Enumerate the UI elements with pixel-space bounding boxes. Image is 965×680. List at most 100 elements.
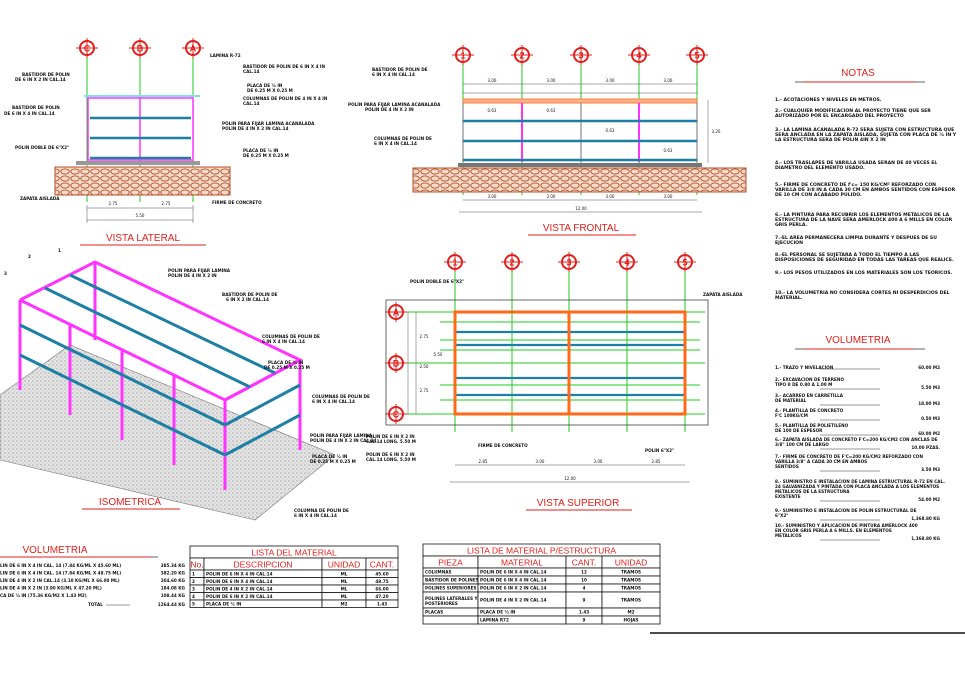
volumetria-item-text: 6"X2" — [775, 513, 788, 518]
volumetria-item-text: 3/8" 100 CM DE LARGO — [775, 442, 829, 447]
axis-label: 3 — [578, 51, 583, 61]
annotation: COLUMNAS DE POLIN DE 4 IN X 4 IN — [243, 96, 328, 101]
volumetria-row-text: CA DE ½ IN (75.36 KG/M2 X 1.43 M2) — [0, 593, 87, 598]
cell-text: 9 — [583, 618, 586, 623]
cell-text: TRAMOS — [621, 578, 641, 583]
volumetria-row-value: 204.60 KG — [161, 578, 186, 583]
axis-label: 3 — [566, 258, 571, 268]
cell-text: 4 — [192, 594, 195, 599]
column-header: CANT. — [370, 560, 395, 570]
volumetria-row-value: 385.34 KG — [161, 563, 186, 568]
annotation: PLACA DE ½ IN — [247, 83, 283, 88]
axis-marker-icon: 4 — [616, 252, 638, 272]
note-line: DIAMETRO DEL ELEMENTO USADO. — [775, 165, 865, 171]
column-header: PIEZA — [438, 558, 463, 568]
note-line: 10.- LA VOLUMETRIA NO CONSIDERA CORTES N… — [775, 290, 950, 296]
annotation: DE 0.25 M X 0.25 M — [264, 365, 310, 370]
annotation: DE 0.25 M X 0.25 M — [243, 153, 289, 158]
volumetria-total-label: TOTAL — [88, 602, 103, 607]
view-title: VISTA SUPERIOR — [537, 498, 620, 509]
column-header: DESCRIPCION — [233, 560, 292, 570]
volumetria-row-text: LIN DE 6 IN X 4 IN CAL. 14 (7.84 KG/ML X… — [0, 563, 121, 568]
annotation: BASTIDOR DE POLIN DE — [372, 67, 428, 72]
dimension: 0.63 — [664, 148, 673, 153]
cell-text: POLIN DE 6 IN X 4 IN CAL.14 — [206, 579, 273, 584]
volumetria-row-value: 382.20 KG — [161, 571, 186, 576]
column-header: UNIDAD — [615, 558, 648, 568]
annotation: BASTIDOR DE POLIN — [22, 72, 70, 77]
notes-list: 1.- ACOTACIONES Y NIVELES EN METROS.2.- … — [775, 97, 957, 301]
cell-text: POLINES SUPERIORES — [425, 586, 476, 591]
cell-text: 9 — [583, 598, 586, 603]
volumetria-item-text: SENTIDOS — [775, 464, 799, 469]
cell-text: TRAMOS — [621, 598, 641, 603]
dimension: 2.75 — [420, 334, 429, 339]
note-line: 6.- LA PINTURA PARA RECUBRIR LOS ELEMENT… — [775, 212, 949, 218]
annotation: 6 IN X 4 IN CAL.14 — [312, 399, 355, 404]
dimension: 3.00 — [488, 78, 497, 83]
dimension: 0.63 — [488, 108, 497, 113]
vista-isometrica: 3 2 1 POLIN PARA FIJAR LAMINA POLIN DE 4… — [0, 248, 377, 521]
dimension: 3.00 — [664, 78, 673, 83]
note-item: 9.- LOS PESOS UTILIZADOS EN LOS MATERIAL… — [775, 270, 953, 276]
volumetria-title: VOLUMETRIA — [825, 335, 890, 346]
view-title: VISTA FRONTAL — [543, 223, 620, 234]
annotation: CAL.14 LONG. 5.50 M — [366, 439, 416, 444]
cell-text: 3 — [192, 586, 195, 591]
notes-section: NOTAS 1.- ACOTACIONES Y NIVELES EN METRO… — [775, 68, 957, 301]
annotation: POLIN DE 4 IN X 2 IN CAL.14 — [310, 438, 377, 443]
volumetria-item-text: METALICOS DE LA ESTRUCTURA — [775, 489, 850, 494]
volumetria-item-text: 5.- PLANTILLA DE POLIETILENO — [775, 423, 849, 428]
note-item: 8.-EL PERSONAL SE SUJETARA A TODO EL TIE… — [775, 252, 954, 263]
cell-text: ML — [341, 579, 348, 584]
volumetria-item-text: 9.- SUMINISTRO E INSTALACION DE POLIN ES… — [775, 508, 917, 513]
note-item: 5.- FIRME DE CONCRETO DE f'c= 150 KG/CM²… — [775, 182, 956, 198]
purlins — [463, 119, 697, 162]
volumetria-item-text: 2.- EXCAVACION DE TERRENO — [775, 377, 844, 382]
annotation: COLUMNAS DE POLIN DE — [312, 394, 370, 399]
note-item: 4.- LOS TRASLAPES DE VARILLA USADA SERAN… — [775, 160, 937, 171]
note-item: 10.- LA VOLUMETRIA NO CONSIDERA CORTES N… — [775, 290, 950, 301]
volumetria-item-text: METALICOS — [775, 533, 802, 538]
annotation: 6 IN X 4 IN CAL.14 — [372, 72, 415, 77]
concrete-slab — [76, 161, 200, 165]
note-line: SERA ANCLADA EN LA ZAPATA AISLADA, SUJET… — [775, 131, 957, 138]
cell-text: TRAMOS — [621, 586, 641, 591]
cell-text: LAMINA R72 — [480, 618, 509, 623]
axis-label: 5 — [682, 258, 687, 268]
volumetria-row-text: LIN DE 4 IN X 2 IN (3.90 KG/ML X 47.20 M… — [0, 586, 102, 591]
volumetria-item-value: 0.50 M3 — [921, 416, 940, 421]
annotation: ZAPATA AISLADA — [703, 292, 743, 297]
isolated-footing — [54, 166, 231, 196]
marker: 3 — [4, 271, 7, 276]
steel-frame — [18, 260, 304, 490]
axis-label: 5 — [694, 51, 699, 61]
volumetria-row: CA DE ½ IN (75.36 KG/M2 X 1.43 M2)108.44… — [0, 593, 186, 598]
cell-text: M2 — [627, 610, 634, 615]
axis-marker-icon: B — [129, 38, 151, 58]
annotation: POLIN PARA FIJAR LAMINA ACANALADA — [222, 121, 315, 126]
cell-text: POLIN DE 6 IN X 4 IN CAL.14 — [480, 578, 547, 583]
volumetria-item-value: 3.50 M3 — [921, 467, 940, 472]
cell-text: POSTERIORES — [425, 601, 458, 606]
marker: 2 — [28, 254, 31, 259]
axis-marker-icon: B — [385, 353, 407, 373]
cell-text: 1 — [192, 571, 195, 576]
annotation: DE 6 IN X 4 IN CAL.14 — [4, 111, 55, 116]
axis-label: 4 — [636, 51, 641, 61]
cell-text: POLINES LATERALES Y — [425, 596, 478, 601]
roof-frame — [462, 98, 698, 104]
table-title: LISTA DEL MATERIAL — [251, 548, 337, 558]
annotation: DE 6 IN X 2 IN CAL.14 — [15, 77, 66, 82]
volumetria-item-value: 1,368.80 KG — [911, 516, 940, 521]
annotation: POLIN DE 4 IN X 2 IN — [365, 107, 414, 112]
